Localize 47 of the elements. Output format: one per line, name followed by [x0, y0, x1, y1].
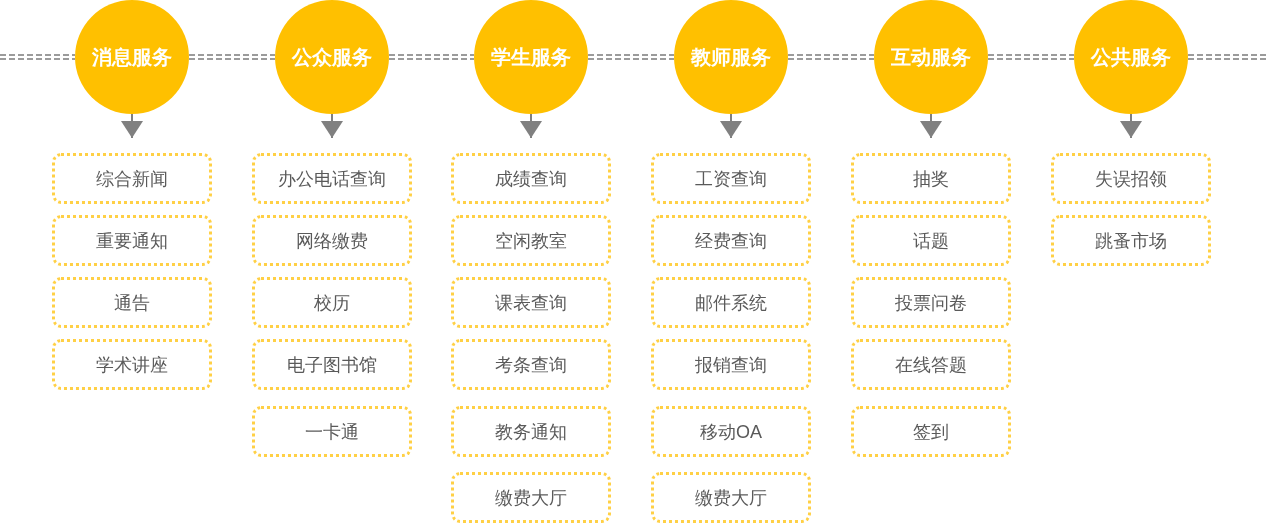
service-item: 缴费大厅	[451, 472, 611, 523]
service-circle: 互动服务	[874, 0, 988, 114]
service-circle: 公共服务	[1074, 0, 1188, 114]
service-item: 报销查询	[651, 339, 811, 390]
service-circle: 公众服务	[275, 0, 389, 114]
arrow	[720, 113, 742, 139]
dashed-line	[388, 54, 475, 60]
service-item: 邮件系统	[651, 277, 811, 328]
service-item: 抽奖	[851, 153, 1011, 204]
service-item: 教务通知	[451, 406, 611, 457]
service-circle: 教师服务	[674, 0, 788, 114]
service-item: 学术讲座	[52, 339, 212, 390]
service-item: 成绩查询	[451, 153, 611, 204]
arrow	[520, 113, 542, 139]
arrow	[121, 113, 143, 139]
service-item: 失误招领	[1051, 153, 1211, 204]
dashed-line	[1187, 54, 1266, 60]
service-item: 一卡通	[252, 406, 412, 457]
arrow	[920, 113, 942, 139]
service-item: 网络缴费	[252, 215, 412, 266]
service-item: 综合新闻	[52, 153, 212, 204]
service-item: 投票问卷	[851, 277, 1011, 328]
service-item: 工资查询	[651, 153, 811, 204]
service-circle: 消息服务	[75, 0, 189, 114]
service-item: 校历	[252, 277, 412, 328]
dashed-line	[587, 54, 675, 60]
arrow	[321, 113, 343, 139]
service-item: 考条查询	[451, 339, 611, 390]
dashed-line	[987, 54, 1075, 60]
service-circle: 学生服务	[474, 0, 588, 114]
service-item: 跳蚤市场	[1051, 215, 1211, 266]
service-item: 缴费大厅	[651, 472, 811, 523]
service-item: 经费查询	[651, 215, 811, 266]
service-item: 通告	[52, 277, 212, 328]
service-item: 电子图书馆	[252, 339, 412, 390]
service-item: 空闲教室	[451, 215, 611, 266]
service-item: 话题	[851, 215, 1011, 266]
service-item: 签到	[851, 406, 1011, 457]
service-item: 在线答题	[851, 339, 1011, 390]
dashed-line	[787, 54, 875, 60]
service-item: 课表查询	[451, 277, 611, 328]
service-item: 办公电话查询	[252, 153, 412, 204]
service-item: 重要通知	[52, 215, 212, 266]
service-item: 移动OA	[651, 406, 811, 457]
arrow	[1120, 113, 1142, 139]
dashed-line	[0, 54, 76, 60]
dashed-line	[188, 54, 276, 60]
